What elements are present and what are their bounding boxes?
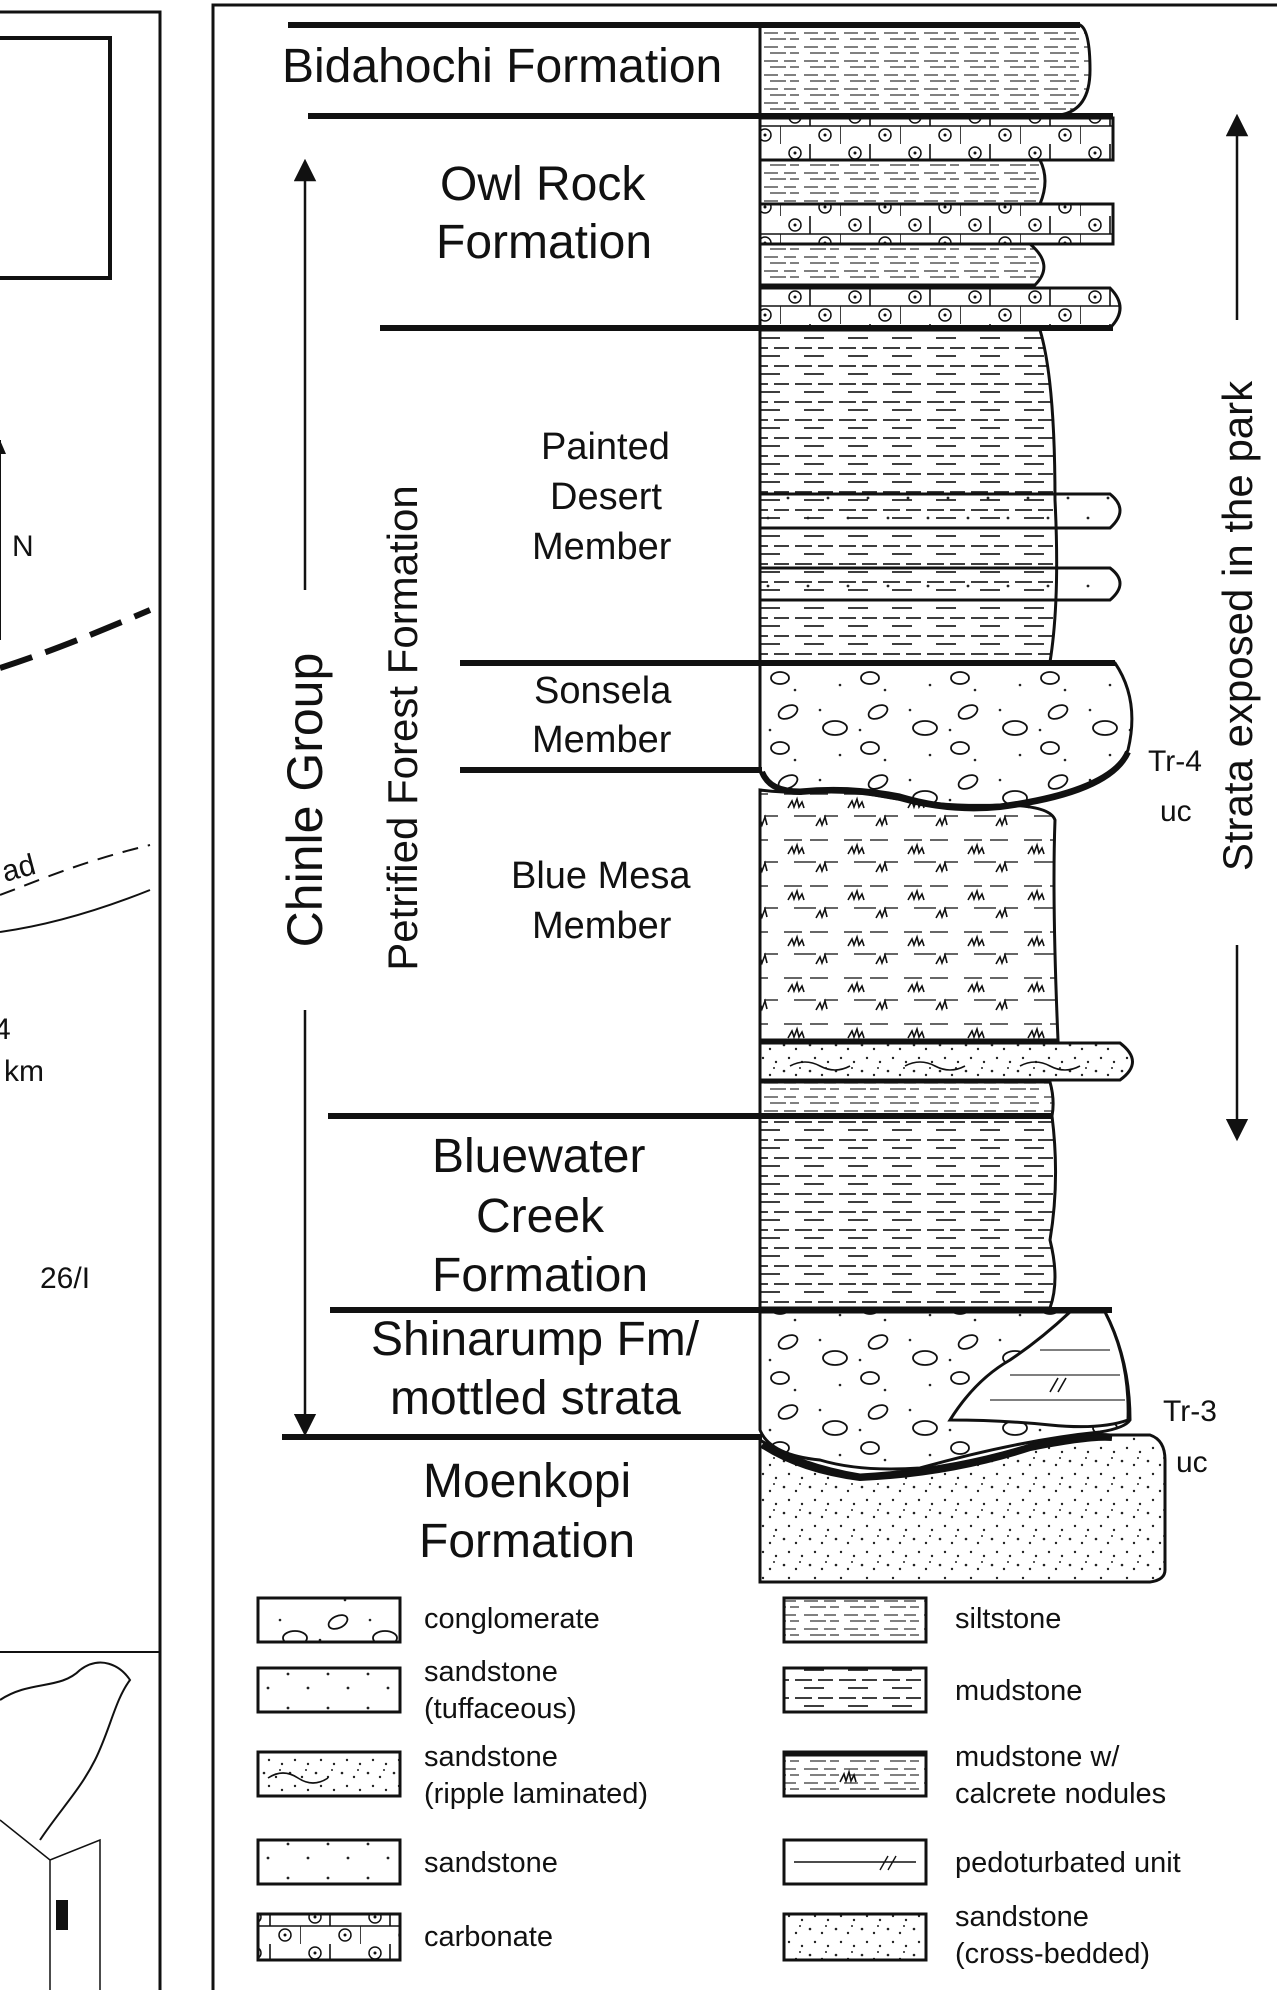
map-north-label: N	[12, 530, 34, 563]
swatch-sandstone	[256, 1838, 402, 1886]
layer-carbonate-3	[758, 286, 1122, 330]
label-owl-rock-2: Formation	[436, 216, 653, 269]
legend-siltstone: siltstone	[955, 1603, 1062, 1635]
label-shinarump-2: mottled strata	[390, 1372, 681, 1425]
label-sonsela-1: Sonsela	[534, 670, 672, 712]
swatch-mudstone	[782, 1666, 928, 1714]
layer-carbonate-1	[758, 116, 1115, 162]
swatch-sandstone-ripple	[256, 1750, 402, 1798]
boundary-lines	[282, 22, 1115, 1440]
layer-pedoturbated	[947, 1310, 1130, 1429]
label-owl-rock-1: Owl Rock	[440, 158, 646, 211]
main-panel-frame	[211, 3, 1277, 1995]
legend-sandstone-tuff-2: (tuffaceous)	[424, 1693, 577, 1725]
layer-ripple-sandstone	[758, 1041, 1134, 1082]
label-petrified-forest: Petrified Forest Formation	[379, 485, 426, 971]
label-painted-3: Member	[532, 526, 672, 568]
label-shinarump-1: Shinarump Fm/	[371, 1313, 700, 1366]
layer-moenkopi	[758, 1432, 1167, 1584]
legend-conglomerate: conglomerate	[424, 1603, 600, 1635]
legend-pedoturbated: pedoturbated unit	[955, 1847, 1181, 1879]
label-painted-1: Painted	[541, 426, 670, 468]
swatch-carbonate	[256, 1912, 402, 1962]
swatch-siltstone	[782, 1596, 928, 1644]
label-blue-mesa-2: Member	[532, 905, 672, 947]
layer-blue-mesa	[758, 788, 1060, 1042]
left-map-panel	[0, 10, 162, 1995]
legend-mudstone-calcrete-2: calcrete nodules	[955, 1778, 1167, 1810]
layer-owlrock-silt-1	[758, 158, 1047, 206]
swatch-sandstone-tuffaceous	[256, 1666, 402, 1714]
swatch-conglomerate	[256, 1596, 402, 1644]
label-bidahochi: Bidahochi Formation	[282, 40, 723, 93]
label-moenkopi-2: Formation	[419, 1515, 636, 1568]
layer-sonsela	[758, 661, 1134, 808]
legend-swatches	[256, 1596, 928, 1962]
legend-sandstone-ripple-1: sandstone	[424, 1741, 558, 1773]
label-bluewater-2: Creek	[476, 1190, 605, 1243]
legend-sandstone: sandstone	[424, 1847, 558, 1879]
layer-bluewater-upper	[758, 1080, 1055, 1118]
label-blue-mesa-1: Blue Mesa	[511, 855, 691, 897]
layer-painted-sandstone-1	[758, 492, 1122, 530]
label-tr3-uc: uc	[1176, 1446, 1208, 1479]
layer-painted-sandstone-2	[758, 566, 1122, 602]
layer-bidahochi	[758, 23, 1092, 117]
label-bluewater-1: Bluewater	[432, 1130, 646, 1183]
label-strata-exposed: Strata exposed in the park	[1214, 380, 1261, 872]
label-painted-2: Desert	[550, 476, 662, 518]
legend-sandstone-tuff-1: sandstone	[424, 1656, 558, 1688]
swatch-mudstone-calcrete	[782, 1750, 928, 1798]
label-chinle-group: Chinle Group	[277, 652, 333, 948]
map-scale-number: 4	[0, 1013, 11, 1046]
legend-sandstone-cross-2: (cross-bedded)	[955, 1938, 1151, 1970]
legend-mudstone-calcrete-1: mudstone w/	[955, 1741, 1120, 1773]
label-sonsela-2: Member	[532, 719, 672, 761]
layer-carbonate-2	[758, 202, 1115, 246]
layer-bluewater	[758, 1114, 1058, 1310]
layer-owlrock-silt-2	[758, 242, 1046, 287]
label-bluewater-3: Formation	[432, 1249, 649, 1302]
map-scale-unit: km	[4, 1055, 44, 1088]
swatch-sandstone-crossbedded	[782, 1912, 928, 1962]
stratigraphic-column	[758, 23, 1167, 1584]
label-tr4-uc: uc	[1160, 795, 1192, 828]
label-tr4: Tr-4	[1148, 745, 1202, 778]
map-reference: 26/I	[40, 1262, 91, 1295]
legend-mudstone: mudstone	[955, 1675, 1083, 1707]
label-tr3: Tr-3	[1163, 1395, 1217, 1428]
legend-sandstone-cross-1: sandstone	[955, 1901, 1089, 1933]
label-moenkopi-1: Moenkopi	[423, 1455, 632, 1508]
legend-sandstone-ripple-2: (ripple laminated)	[424, 1778, 649, 1810]
legend-carbonate: carbonate	[424, 1921, 553, 1953]
